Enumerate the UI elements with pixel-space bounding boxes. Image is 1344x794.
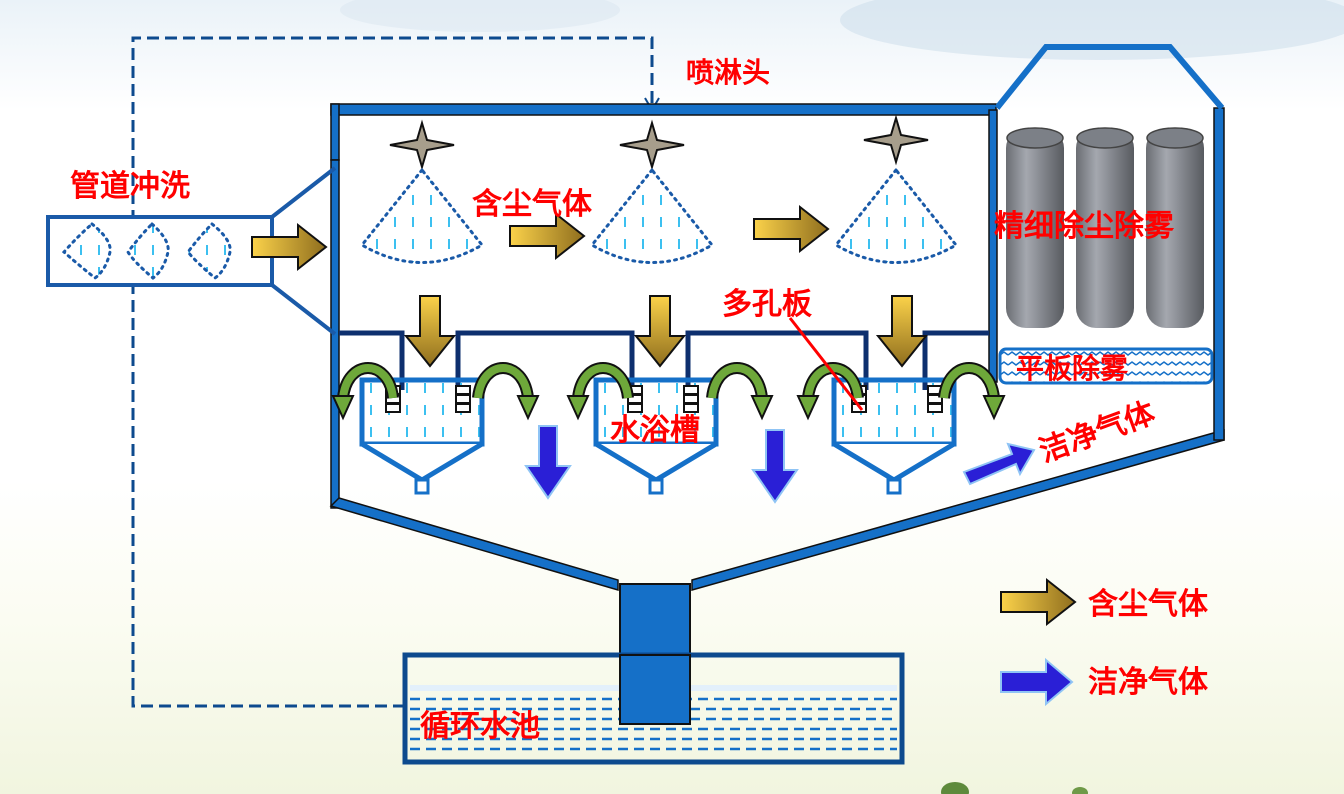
- circulation-pool-label: 循环水池: [420, 709, 540, 744]
- plate-demister-label: 平板除雾: [1016, 352, 1129, 385]
- legend-clean-gas-icon: [1000, 657, 1074, 707]
- spray-cone: [590, 168, 714, 264]
- pipe-flush-label: 管道冲洗: [70, 169, 190, 204]
- clean-gas-down-arrow-icon: [525, 425, 571, 499]
- legend-dusty-gas-label: 含尘气体: [1088, 587, 1209, 622]
- perforated-holes: [455, 385, 471, 413]
- perforated-plate-label: 多孔板: [722, 287, 812, 322]
- legend-dusty-gas-icon: [1000, 579, 1076, 625]
- dusty-gas-down-arrow-icon: [877, 295, 927, 367]
- tree-silhouettes: [941, 782, 1088, 794]
- spray-head-label: 喷淋头: [686, 56, 770, 89]
- legend-clean-gas-label: 洁净气体: [1088, 665, 1209, 700]
- perforated-holes: [683, 385, 699, 413]
- legend: 含尘气体 洁净气体: [1000, 579, 1209, 707]
- demister-hood: [994, 44, 1225, 110]
- dusty-gas-arrow-icon: [753, 206, 829, 252]
- overflow-arrow-icon: [712, 368, 772, 418]
- drain-pipe-submerged: [619, 654, 691, 725]
- spray-nozzle-icon: [863, 117, 929, 163]
- plate-demister: [998, 347, 1214, 385]
- spray-nozzle-icon: [389, 122, 455, 168]
- clean-gas-outlet-arrow-icon: [962, 442, 1036, 486]
- spray-cone: [360, 168, 484, 264]
- clean-gas-down-arrow-icon: [752, 429, 798, 503]
- dusty-gas-down-arrow-icon: [635, 295, 685, 367]
- fine-dust-removal-label: 精细除尘除雾: [994, 209, 1175, 244]
- spray-cone: [834, 168, 958, 264]
- overflow-arrow-icon: [478, 368, 538, 418]
- flush-pipe-dashed-line: [131, 36, 654, 708]
- perforated-plate-pointer: [788, 317, 864, 411]
- water-bath-label: 水浴槽: [610, 413, 700, 448]
- inlet-duct: [46, 166, 337, 336]
- fine-demister-cylinders: [1006, 127, 1204, 328]
- sky-clouds: [340, 0, 1344, 60]
- spray-nozzle-icon: [619, 122, 685, 168]
- dusty-gas-down-arrow-icon: [405, 295, 455, 367]
- perforated-plate: [339, 330, 989, 390]
- dusty-gas-label: 含尘气体: [472, 187, 593, 222]
- spray-heads: [360, 117, 958, 264]
